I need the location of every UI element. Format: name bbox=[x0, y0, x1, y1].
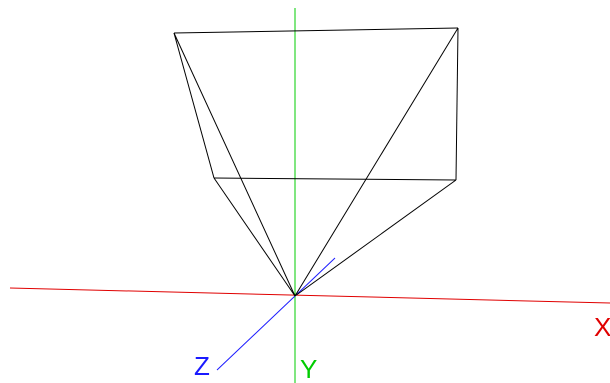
edge-right-side bbox=[455, 27, 459, 181]
z-axis-line bbox=[216, 257, 336, 371]
edge-left-side bbox=[173, 32, 215, 179]
edge-top bbox=[173, 27, 459, 34]
edge-middle bbox=[213, 177, 457, 181]
y-axis-label: Y bbox=[300, 354, 317, 383]
edge-apex-top-left bbox=[173, 32, 296, 297]
x-axis-label: X bbox=[594, 312, 610, 342]
edge-apex-mid-left bbox=[213, 177, 296, 297]
x-axis-line bbox=[9, 287, 610, 304]
edge-apex-top-right bbox=[294, 27, 459, 297]
edge-apex-mid-right bbox=[294, 179, 457, 297]
z-axis-label: Z bbox=[194, 351, 210, 381]
wireframe-solid[interactable] bbox=[173, 27, 459, 297]
